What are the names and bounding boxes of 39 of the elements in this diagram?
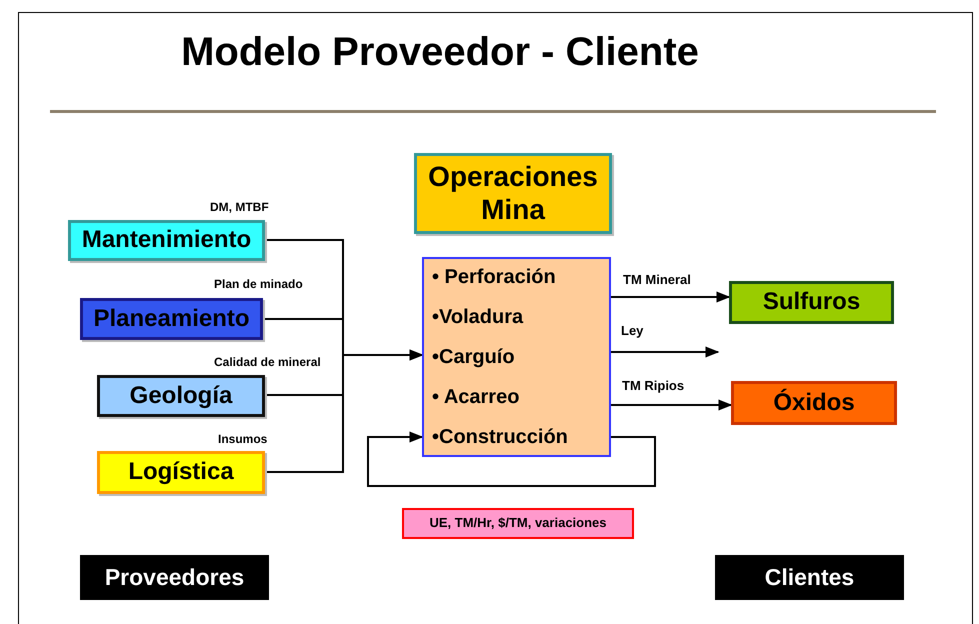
process-box [422, 257, 611, 457]
flow-note: Calidad de mineral [214, 355, 321, 369]
connector-arrow [611, 346, 720, 358]
flow-note: DM, MTBF [210, 200, 269, 214]
node-label: Geología [130, 382, 232, 410]
connector-arrow [611, 291, 730, 303]
node-label: Logística [128, 459, 234, 486]
node-label: Clientes [764, 564, 854, 590]
group-label-box [715, 555, 904, 600]
edge-label: TM Mineral [622, 272, 692, 287]
node-label: Sulfuros [762, 289, 860, 316]
node-label: Mantenimiento [82, 227, 252, 254]
node-label: Óxidos [773, 390, 855, 416]
process-box [97, 451, 265, 494]
process-box [68, 220, 265, 261]
connector-arrow [265, 349, 424, 473]
list-item: •Voladura [432, 305, 524, 330]
flow-note: Plan de minado [214, 277, 303, 291]
flow-note: Insumos [218, 432, 268, 446]
edge-label: Ley [620, 323, 644, 338]
process-box [97, 375, 265, 417]
node-label: Planeamiento [93, 306, 250, 332]
heading-box [414, 153, 612, 234]
list-item: •Construcción [432, 425, 568, 450]
list-item: • Perforación [432, 265, 556, 290]
list-item: • Acarreo [432, 385, 520, 410]
list-item: •Carguío [432, 345, 515, 370]
metrics-box [402, 508, 634, 539]
edge-label: TM Ripios [621, 378, 686, 393]
process-box [80, 298, 263, 340]
node-label: Operaciones Mina [427, 161, 599, 226]
connector-arrow [367, 431, 656, 487]
group-label-box [80, 555, 269, 600]
process-box [731, 381, 897, 425]
title: Modelo Proveedor - Cliente [180, 30, 700, 75]
process-box [729, 281, 894, 324]
node-label: UE, TM/Hr, $/TM, variaciones [430, 516, 606, 531]
node-label: Proveedores [104, 564, 244, 590]
connector-arrow [611, 399, 732, 411]
